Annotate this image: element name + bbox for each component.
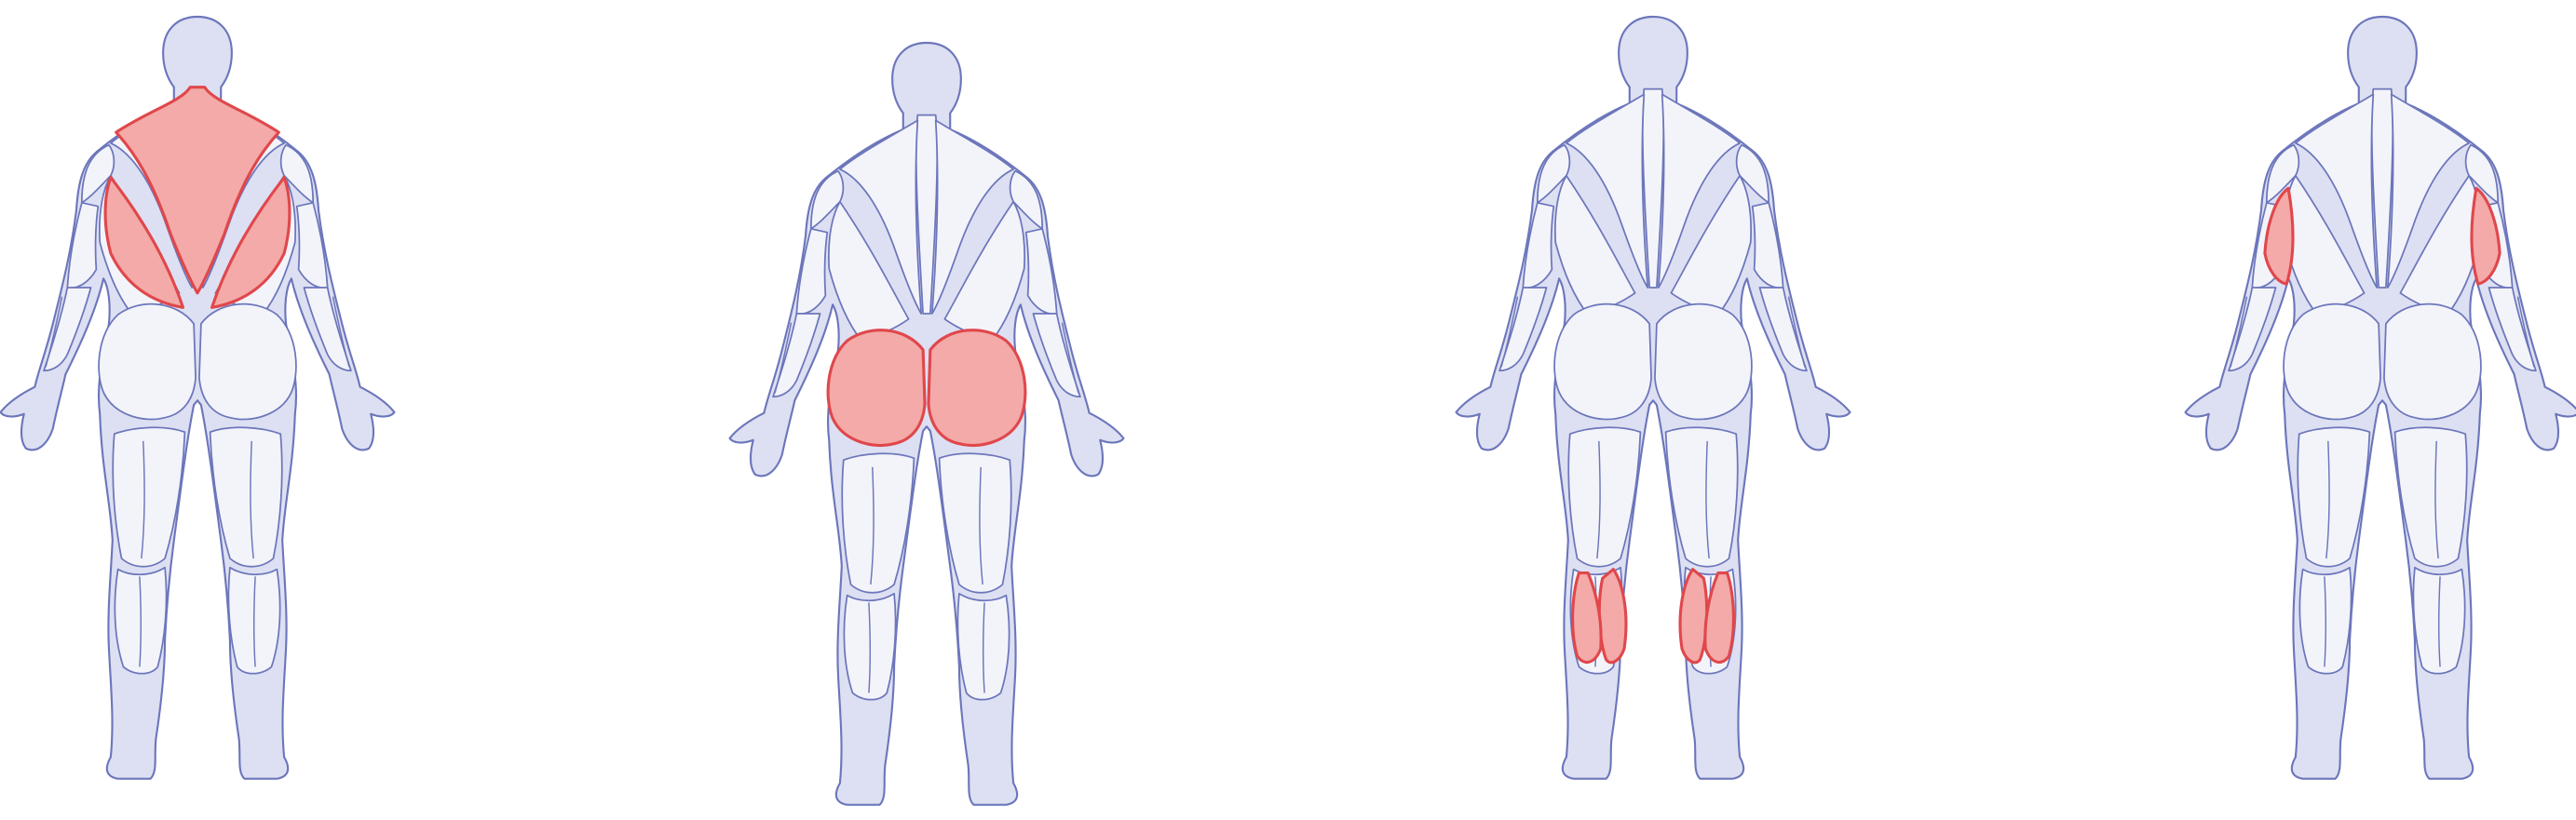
upper-arm-panel-right bbox=[295, 201, 329, 289]
trapezius-panel-right bbox=[1657, 93, 1741, 289]
figure-calves bbox=[1455, 15, 1851, 780]
trapezius-panel-left bbox=[2295, 93, 2379, 289]
highlight-gluteus-maximus-1 bbox=[927, 329, 1027, 448]
highlight-latissimus-dorsi-1 bbox=[210, 176, 291, 309]
muscle-line-right-1 bbox=[252, 576, 256, 667]
forearm-panel-left bbox=[772, 313, 821, 398]
glute-panel-right bbox=[2383, 302, 2482, 421]
forearm-panel-right bbox=[1758, 287, 1808, 372]
muscle-line-right-0 bbox=[2434, 440, 2439, 559]
deltoid-panel-left bbox=[80, 143, 115, 204]
highlight-gastrocnemius-3 bbox=[1703, 571, 1735, 665]
deltoid-panel-right bbox=[1009, 169, 1044, 230]
forearm-panel-left bbox=[43, 287, 92, 372]
upper-arm-panel-left bbox=[66, 201, 100, 289]
deltoid-panel-right bbox=[2464, 143, 2500, 204]
hamstring-panel-right bbox=[2393, 426, 2468, 568]
deltoid-panel-left bbox=[2265, 143, 2300, 204]
hamstring-panel-left bbox=[112, 426, 186, 568]
muscle-line-right-2 bbox=[1787, 296, 1806, 368]
muscle-line-left-0 bbox=[1596, 440, 1601, 559]
muscle-line-left-0 bbox=[870, 466, 874, 585]
forearm-panel-right bbox=[1032, 313, 1081, 398]
upper-arm-panel-right bbox=[1751, 201, 1784, 289]
muscle-line-left-2 bbox=[774, 322, 793, 394]
muscle-line-right-0 bbox=[250, 440, 254, 559]
hamstring-panel-left bbox=[841, 452, 915, 594]
muscle-line-left-0 bbox=[141, 440, 145, 559]
muscle-line-left-1 bbox=[139, 576, 142, 667]
hamstring-panel-left bbox=[2297, 426, 2371, 568]
upper-arm-panel-left bbox=[1522, 201, 1555, 289]
deltoid-panel-left bbox=[1536, 143, 1571, 204]
highlight-gluteus-maximus-0 bbox=[826, 329, 927, 448]
hamstring-panel-right bbox=[938, 452, 1012, 594]
body-silhouette bbox=[728, 41, 1125, 806]
muscle-line-left-2 bbox=[2230, 296, 2248, 368]
hamstring-panel-right bbox=[209, 426, 283, 568]
figure-glutes bbox=[728, 41, 1125, 806]
figure-triceps bbox=[2184, 15, 2576, 780]
muscle-line-right-2 bbox=[2516, 296, 2535, 368]
hamstring-panel-left bbox=[1567, 426, 1642, 568]
glute-panel-left bbox=[2283, 302, 2381, 421]
glute-panel-right bbox=[198, 302, 297, 421]
trapezius-panel-left bbox=[1566, 93, 1649, 289]
muscle-line-right-2 bbox=[332, 296, 350, 368]
upper-arm-panel-left bbox=[795, 227, 829, 316]
upper-arm-panel-right bbox=[1024, 227, 1058, 316]
trapezius-panel-left bbox=[839, 119, 923, 315]
highlight-latissimus-dorsi-0 bbox=[103, 176, 185, 309]
deltoid-panel-left bbox=[809, 169, 845, 230]
trapezius-panel-right bbox=[2386, 93, 2470, 289]
deltoid-panel-right bbox=[1735, 143, 1770, 204]
muscle-line-left-1 bbox=[868, 602, 872, 693]
glute-panel-right bbox=[1654, 302, 1753, 421]
forearm-panel-right bbox=[2488, 287, 2537, 372]
muscle-line-left-2 bbox=[45, 296, 63, 368]
forearm-panel-left bbox=[2228, 287, 2277, 372]
glute-panel-left bbox=[98, 302, 197, 421]
muscle-line-right-0 bbox=[979, 466, 983, 585]
forearm-panel-right bbox=[303, 287, 352, 372]
muscle-line-right-1 bbox=[982, 602, 985, 693]
highlight-triceps-0 bbox=[2263, 186, 2295, 286]
forearm-panel-left bbox=[1498, 287, 1548, 372]
trapezius-panel-right bbox=[930, 119, 1014, 315]
glute-panel-left bbox=[1553, 302, 1652, 421]
highlight-triceps-1 bbox=[2470, 186, 2501, 286]
muscle-line-left-2 bbox=[1500, 296, 1519, 368]
muscle-line-right-2 bbox=[1061, 322, 1079, 394]
figure-upper-back bbox=[0, 15, 396, 780]
deltoid-panel-right bbox=[279, 143, 315, 204]
body-silhouette bbox=[0, 15, 396, 780]
highlight-trapezius-0 bbox=[115, 86, 280, 295]
muscle-line-left-0 bbox=[2325, 440, 2330, 559]
hamstring-panel-right bbox=[1664, 426, 1739, 568]
muscle-line-right-1 bbox=[2437, 576, 2441, 667]
muscle-line-right-0 bbox=[1705, 440, 1710, 559]
highlight-gastrocnemius-1 bbox=[1571, 571, 1603, 665]
body-silhouette bbox=[1455, 15, 1851, 780]
